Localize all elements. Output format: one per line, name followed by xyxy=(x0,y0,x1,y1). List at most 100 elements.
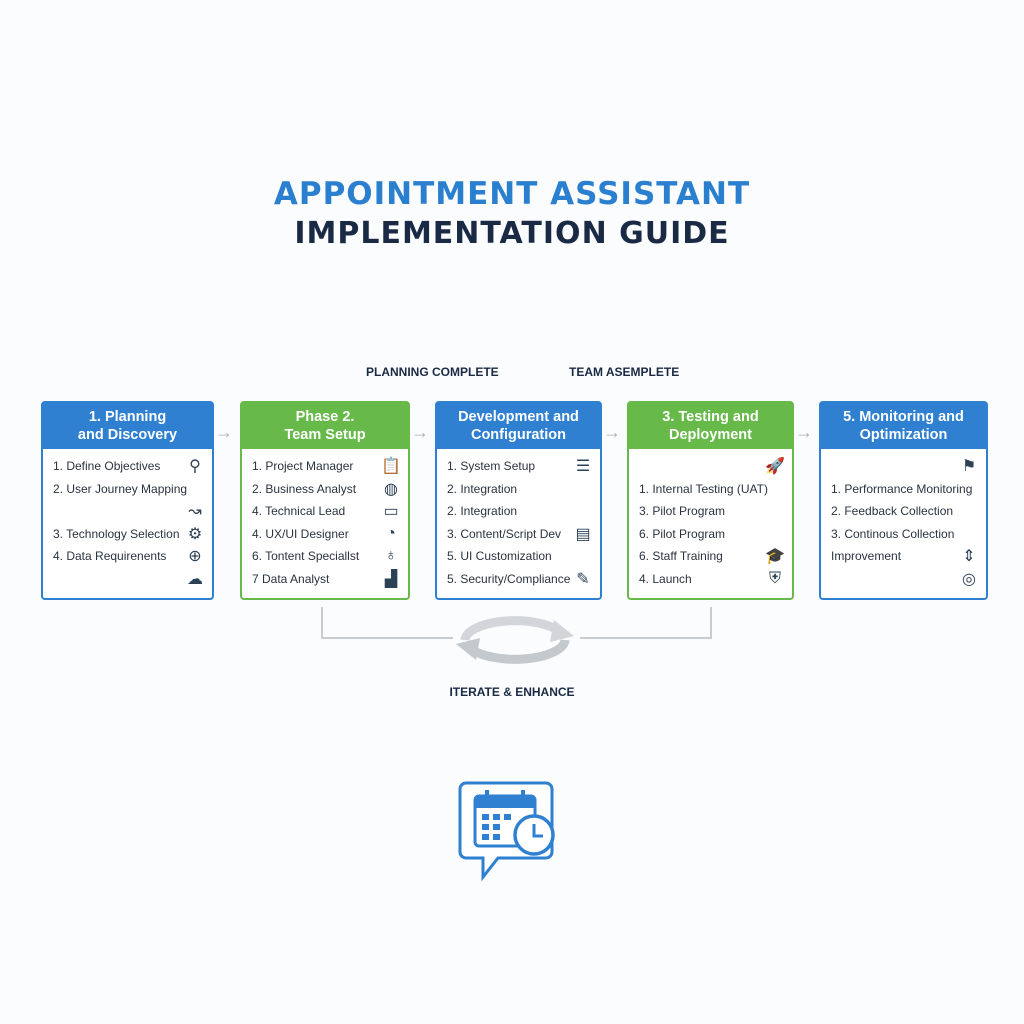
list-item: 5. UI Customization xyxy=(447,546,594,566)
bar-chart-icon: ▟ xyxy=(384,571,398,588)
phase-title-line-2: and Discovery xyxy=(77,427,178,443)
item-label: 5. UI Customization xyxy=(447,549,552,563)
globe-icon: ◍ xyxy=(384,481,398,498)
item-label: 4. Data Requirenents xyxy=(53,549,167,563)
arrow-right-icon: → xyxy=(603,422,621,442)
list-item: ☁ xyxy=(53,569,206,589)
list-item: 1. Performance Monitoring xyxy=(831,479,980,499)
item-label: 5. Security/Compliance xyxy=(447,572,571,586)
item-label: 3. Content/Script Dev xyxy=(447,527,562,541)
list-item: 2. Integration xyxy=(447,501,594,521)
phase-header: 1. Planning and Discovery xyxy=(43,403,212,449)
item-label: 3. Pilot Program xyxy=(639,504,726,518)
calendar-clock-logo-icon xyxy=(458,781,555,882)
server-icon: ☰ xyxy=(575,458,591,475)
list-item: ◎ xyxy=(831,569,980,589)
cloud-upload-icon: ☁ xyxy=(187,571,203,588)
item-label: 6. Staff Training xyxy=(639,549,723,563)
list-item: 2. User Journey Mapping xyxy=(53,479,206,499)
list-item: 4. Launch⛨ xyxy=(639,569,786,589)
list-item: 7 Data Analyst ▟ xyxy=(252,569,402,589)
item-label: 3. Technology Selection xyxy=(53,527,180,541)
list-item: 3. Content/Script Dev ▤ xyxy=(447,524,594,544)
checkered-flag-icon: ⚑ xyxy=(961,458,977,475)
item-label: 2. Feedback Collection xyxy=(831,504,954,518)
list-item: 🚀 xyxy=(639,456,786,476)
phase-title-line-1: 5. Monitoring and xyxy=(843,409,964,425)
item-label: 2. Business Analyst xyxy=(252,482,357,496)
list-item: 4. Technical Lead▭ xyxy=(252,501,402,521)
item-label: 1. Project Manager xyxy=(252,459,354,473)
arrow-right-icon: → xyxy=(795,422,813,442)
item-label: 2. Integration xyxy=(447,482,518,496)
magnifier-icon: ⚲ xyxy=(189,458,201,475)
loop-connector-left xyxy=(321,607,453,639)
pen-icon: ✎ xyxy=(576,571,590,588)
data-tree-icon: ⊕ xyxy=(188,548,202,565)
loop-connector-right xyxy=(580,607,712,639)
spiral-icon: ◎ xyxy=(962,571,976,588)
list-item: 5. Security/Compliance ✎ xyxy=(447,569,594,589)
item-label: 1. Define Objectives xyxy=(53,459,161,473)
list-item: 1. System Setup ☰ xyxy=(447,456,594,476)
up-down-arrow-icon: ⇕ xyxy=(962,548,976,565)
palette-icon: ◔ xyxy=(386,525,396,542)
item-label: Improvement xyxy=(831,549,902,563)
phase-title-line-2: Team Setup xyxy=(284,427,366,443)
milestone-team-complete: TEAM ASEMPLETE xyxy=(569,365,680,379)
phase-title-line-1: 3. Testing and xyxy=(662,409,759,425)
phase-title-line-1: Phase 2. xyxy=(295,409,355,425)
phase-title-line-2: Configuration xyxy=(470,427,567,443)
item-label: 7 Data Analyst xyxy=(252,572,330,586)
iterate-label: ITERATE & ENHANCE xyxy=(449,685,575,699)
gear-icon: ⚙ xyxy=(187,526,203,543)
list-item: 1. Internal Testing (UAT) xyxy=(639,479,786,499)
graduation-cap-icon: 🎓 xyxy=(765,548,785,565)
item-label: 2. User Journey Mapping xyxy=(53,482,188,496)
list-item: 2. Business Analyst ◍ xyxy=(252,479,402,499)
item-label: 3. Continous Collection xyxy=(831,527,955,541)
phase-title-line-2: Optimization xyxy=(859,427,948,443)
arrow-right-icon: → xyxy=(411,422,429,442)
list-item: 3. Continous Collection xyxy=(831,524,980,544)
item-label: 1. System Setup xyxy=(447,459,536,473)
milestone-planning-complete: PLANNING COMPLETE xyxy=(366,365,499,379)
phase-card-2: Phase 2. Team Setup 1. Project Manager 📋 2. … xyxy=(240,401,410,600)
list-item: 2. Integration xyxy=(447,479,594,499)
phase-title-line-1: 1. Planning xyxy=(88,409,167,425)
item-label: 6. Pilot Program xyxy=(639,527,726,541)
list-item: ⚑ xyxy=(831,456,980,476)
phase-header: Phase 2. Team Setup xyxy=(242,403,408,449)
rocket-icon: 🚀 xyxy=(765,458,785,475)
clipboard-icon: 📋 xyxy=(381,458,401,475)
item-label: 6. Tontent Speciallst xyxy=(252,549,360,563)
list-item: 3. Pilot Program xyxy=(639,501,786,521)
list-item: 4. Data Requirenents ⊕ xyxy=(53,546,206,566)
item-label: 1. Performance Monitoring xyxy=(831,482,973,496)
item-label: 4. UX/UI Designer xyxy=(252,527,349,541)
monitor-icon: ▭ xyxy=(383,503,399,520)
list-item: 3. Technology Selection ⚙ xyxy=(53,524,206,544)
list-item: 6. Staff Training 🎓 xyxy=(639,546,786,566)
journey-path-icon: ↝ xyxy=(188,503,202,520)
arrow-right-icon: → xyxy=(215,422,233,442)
list-item: 1. Define Objectives ⚲ xyxy=(53,456,206,476)
phase-card-1: 1. Planning and Discovery 1. Define Object… xyxy=(41,401,214,600)
phase-title-line-2: Deployment xyxy=(669,427,752,443)
cycle-arrows-icon xyxy=(456,616,574,664)
script-scroll-icon: ▤ xyxy=(575,526,591,543)
item-label: 1. Internal Testing (UAT) xyxy=(639,482,768,496)
list-item: 6. Tontent Speciallst♁ xyxy=(252,546,402,566)
list-item: 2. Feedback Collection xyxy=(831,501,980,521)
list-item: 1. Project Manager 📋 xyxy=(252,456,402,476)
list-item: ↝ xyxy=(53,501,206,521)
phase-title-line-1: Development and xyxy=(458,409,579,425)
list-item: Improvement ⇕ xyxy=(831,546,980,566)
item-label: 2. Integration xyxy=(447,504,518,518)
list-item: 6. Pilot Program xyxy=(639,524,786,544)
